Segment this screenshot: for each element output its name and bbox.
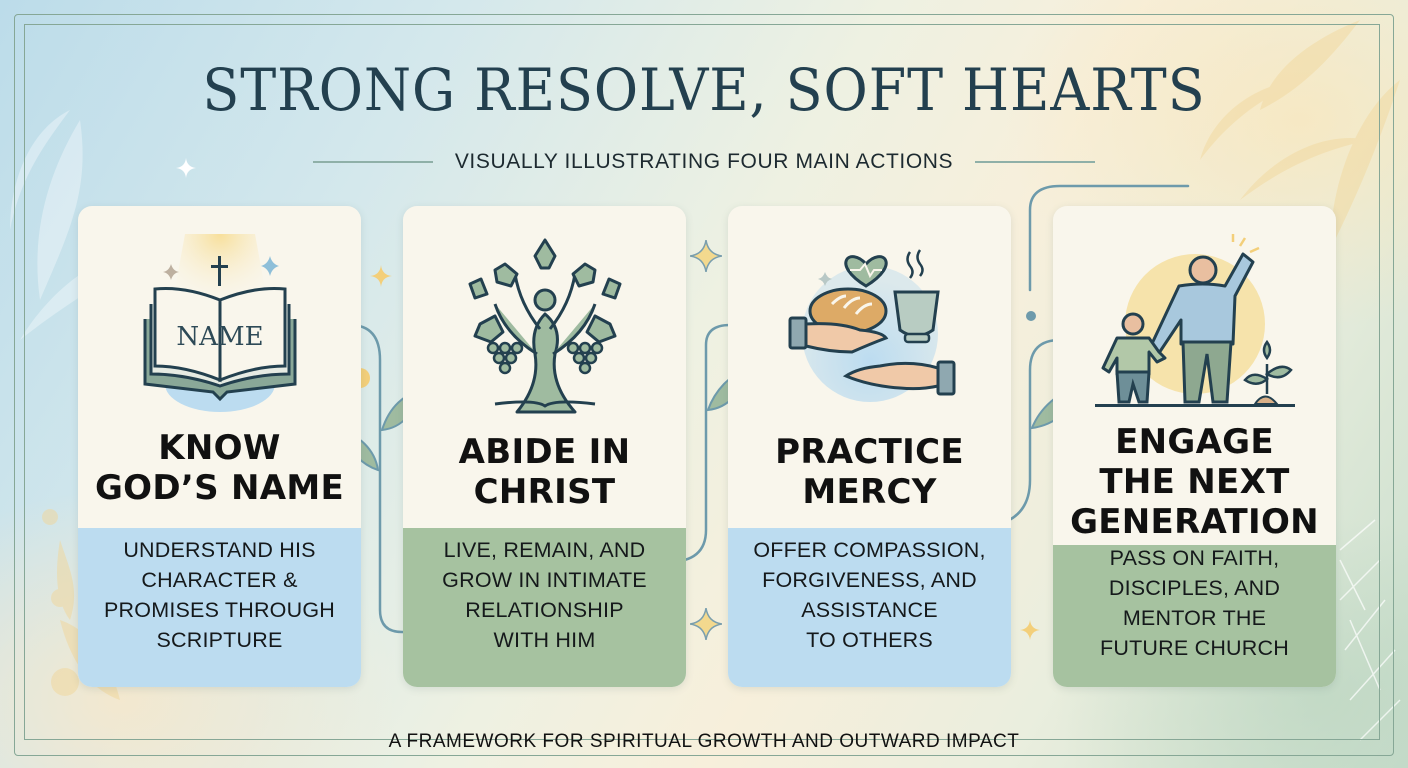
desc-line: SCRIPTURE	[156, 627, 283, 652]
desc-line: FORGIVENESS, AND	[762, 567, 977, 592]
card-description: LIVE, REMAIN, AND GROW IN INTIMATE RELAT…	[403, 528, 686, 687]
page-title: STRONG RESOLVE, SOFT HEARTS	[202, 56, 1206, 124]
open-bible-icon: NAME	[143, 234, 296, 412]
giving-hands-icon	[788, 249, 955, 402]
title-line: KNOW	[158, 428, 281, 468]
outer-frame	[14, 14, 1394, 756]
card-know-gods-name[interactable]: NAME KNOW GOD’S NAME UNDERSTAND HIS CHAR…	[78, 206, 361, 687]
subtitle-divider-left	[312, 161, 433, 163]
title-line: GOD’S NAME	[94, 468, 345, 508]
card-title: KNOW GOD’S NAME	[78, 428, 361, 508]
card-abide-in-christ[interactable]: ABIDE IN CHRIST LIVE, REMAIN, AND GROW I…	[403, 206, 686, 687]
card-practice-mercy[interactable]: PRACTICE MERCY OFFER COMPASSION, FORGIVE…	[728, 206, 1011, 687]
desc-line: PROMISES THROUGH	[104, 597, 335, 622]
desc-line: FUTURE CHURCH	[1100, 636, 1289, 660]
title-line: CHRIST	[473, 472, 616, 512]
desc-line: UNDERSTAND HIS	[123, 537, 316, 562]
parent-child-icon	[1094, 234, 1295, 407]
desc-line: OFFER COMPASSION,	[753, 537, 986, 562]
svg-text:NAME: NAME	[176, 322, 263, 352]
desc-line: TO OTHERS	[806, 627, 933, 652]
footer-tagline: A FRAMEWORK FOR SPIRITUAL GROWTH AND OUT…	[388, 731, 1020, 752]
subtitle-divider-right	[975, 161, 1096, 163]
desc-line: CHARACTER &	[141, 567, 298, 592]
card-engage-next-generation[interactable]: ENGAGE THE NEXT GENERATION PASS ON FAITH…	[1053, 206, 1336, 687]
subtitle: VISUALLY ILLUSTRATING FOUR MAIN ACTIONS	[454, 150, 954, 173]
card-description: PASS ON FAITH, DISCIPLES, AND MENTOR THE…	[1053, 545, 1336, 687]
card-title: ENGAGE THE NEXT GENERATION	[1053, 422, 1336, 542]
desc-line: PASS ON FAITH,	[1109, 546, 1280, 570]
subtitle-row: VISUALLY ILLUSTRATING FOUR MAIN ACTIONS	[0, 150, 1408, 174]
title-line: THE NEXT	[1099, 462, 1290, 502]
icon-area	[403, 224, 686, 424]
vine-tree-icon	[468, 238, 621, 414]
icon-area	[728, 224, 1011, 424]
title-line: PRACTICE	[775, 432, 964, 472]
title-line: MERCY	[802, 472, 937, 512]
title-line: ENGAGE	[1115, 422, 1274, 462]
desc-line: RELATIONSHIP	[465, 597, 624, 622]
inner-frame	[24, 24, 1380, 740]
desc-line: GROW IN INTIMATE	[442, 567, 647, 592]
card-description: OFFER COMPASSION, FORGIVENESS, AND ASSIS…	[728, 528, 1011, 687]
card-description: UNDERSTAND HIS CHARACTER & PROMISES THRO…	[78, 528, 361, 687]
title-line: ABIDE IN	[458, 432, 631, 472]
desc-line: WITH HIM	[493, 627, 596, 652]
icon-area: NAME	[78, 224, 361, 424]
title-line: GENERATION	[1070, 502, 1319, 542]
card-title: ABIDE IN CHRIST	[403, 432, 686, 512]
desc-line: DISCIPLES, AND	[1108, 576, 1281, 600]
desc-line: LIVE, REMAIN, AND	[443, 537, 646, 562]
card-title: PRACTICE MERCY	[728, 432, 1011, 512]
desc-line: MENTOR THE	[1122, 606, 1267, 630]
icon-area	[1053, 224, 1336, 424]
desc-line: ASSISTANCE	[801, 597, 938, 622]
